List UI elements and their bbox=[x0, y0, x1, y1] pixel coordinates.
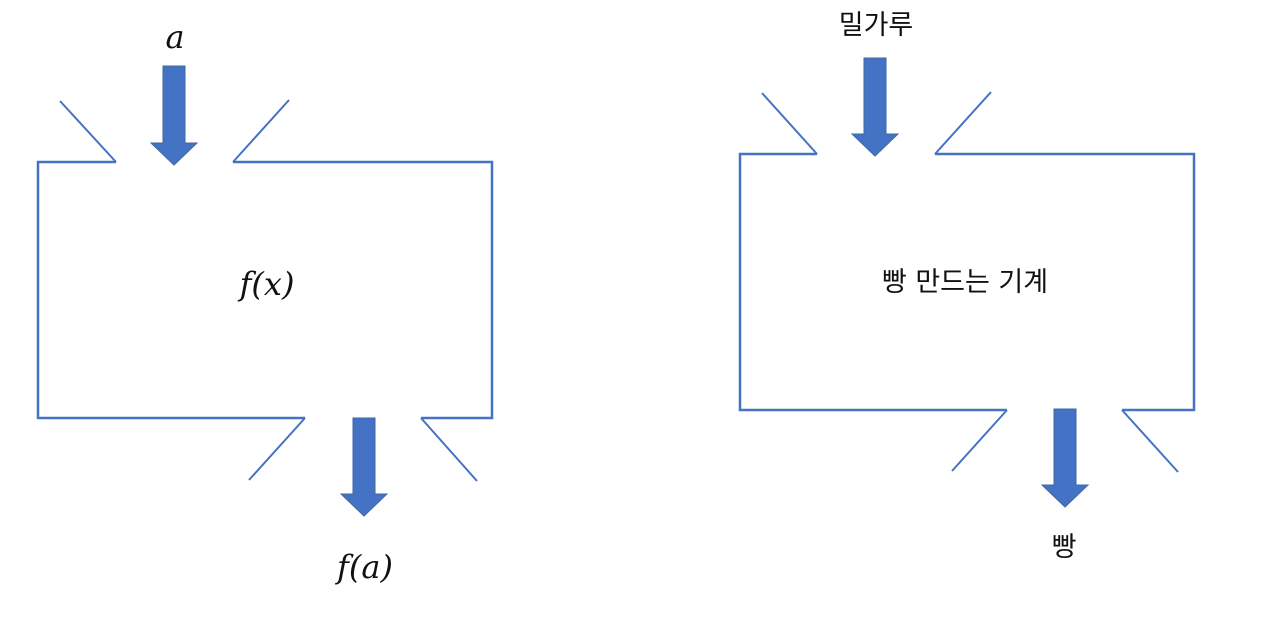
math-machine-top-funnel-right bbox=[232, 99, 290, 163]
bread-machine-bottom-funnel-right bbox=[1121, 409, 1179, 473]
math-machine-bottom-funnel-right bbox=[420, 417, 478, 482]
bread-machine-bottom-funnel-left bbox=[951, 409, 1008, 472]
bread-machine-top-funnel-left bbox=[761, 92, 818, 155]
math-machine-input-label: a bbox=[165, 18, 184, 56]
bread-machine-output-label: 빵 bbox=[1052, 532, 1077, 563]
math-machine: a f(x) f(a) bbox=[36, 18, 494, 586]
math-machine-function-label: f(x) bbox=[238, 265, 295, 303]
bread-machine-box bbox=[738, 152, 1196, 412]
bread-machine-input-arrow bbox=[850, 57, 900, 157]
bread-machine-input-label: 밀가루 bbox=[839, 10, 914, 41]
math-machine-box bbox=[36, 160, 494, 420]
math-machine-output-arrow bbox=[339, 417, 389, 517]
bread-machine-top-funnel-right bbox=[934, 91, 992, 155]
bread-machine-output-arrow bbox=[1040, 408, 1090, 508]
bread-machine-function-label: 빵 만드는 기계 bbox=[882, 267, 1048, 298]
math-machine-bottom-funnel-left bbox=[248, 417, 306, 481]
math-machine-top-funnel-left bbox=[59, 100, 117, 163]
math-machine-output-label: f(a) bbox=[335, 548, 393, 586]
bread-machine: 밀가루 빵 만드는 기계 빵 bbox=[738, 10, 1196, 563]
math-machine-input-arrow bbox=[149, 65, 199, 166]
